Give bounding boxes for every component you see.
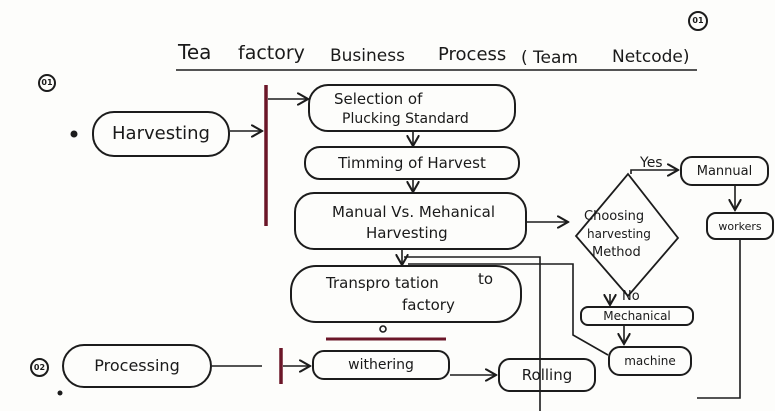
title-word-business: Business <box>330 46 405 66</box>
manual-vs-label-line1: Manual Vs. Mehanical <box>332 203 496 221</box>
mannual-label: Mannual <box>696 163 753 179</box>
mechanical-node: Mechanical <box>580 306 694 326</box>
choosing-label-line2: harvesting <box>587 227 651 241</box>
title-word-tea: Tea <box>178 40 212 64</box>
bullet-dot-bottom <box>57 390 63 396</box>
title-word-process: Process <box>438 44 507 65</box>
transport-label-to: to <box>478 270 494 288</box>
small-dot-transport <box>379 325 387 333</box>
section-number-badge-01: 01 <box>38 74 56 92</box>
harvesting-label: Harvesting <box>112 123 210 144</box>
bullet-dot-harvesting <box>70 130 78 138</box>
section-number-02: 02 <box>33 362 46 372</box>
page-number: 01 <box>692 16 704 25</box>
manual-vs-label-line2: Harvesting <box>366 224 448 242</box>
selection-node: Selection of Plucking Standard <box>308 84 516 132</box>
workers-node: workers <box>706 212 774 240</box>
mechanical-label: Mechanical <box>603 309 671 323</box>
manual-vs-mechanical-node: Manual Vs. Mehanical Harvesting <box>294 192 527 250</box>
choosing-label-line3: Method <box>592 245 641 260</box>
timing-node: Timming of Harvest <box>304 146 520 180</box>
rolling-label: Rolling <box>521 365 573 384</box>
section-number-badge-02: 02 <box>30 358 49 377</box>
choosing-label-line1: Choosing <box>584 209 645 224</box>
transport-node: Transpro tation to factory <box>290 265 522 323</box>
yes-label: Yes <box>640 155 663 171</box>
workers-label: workers <box>718 219 762 233</box>
title-word-team: ( Team <box>521 48 578 68</box>
machine-label: machine <box>624 354 676 368</box>
no-label: No <box>622 289 640 304</box>
decision-diamond <box>574 172 680 298</box>
processing-node: Processing <box>62 344 212 388</box>
page-number-badge: 01 <box>688 11 708 31</box>
selection-label-line2: Plucking Standard <box>342 111 469 127</box>
transport-label-line2: factory <box>402 296 455 314</box>
section-number-01: 01 <box>41 78 53 87</box>
title-word-netcode: Netcode) <box>612 47 690 67</box>
harvesting-node: Harvesting <box>92 111 230 157</box>
machine-node: machine <box>608 346 692 376</box>
connector-workers-down <box>697 240 741 399</box>
selection-label-line1: Selection of <box>334 90 423 108</box>
timing-label: Timming of Harvest <box>338 153 486 172</box>
processing-label: Processing <box>94 356 180 375</box>
connector-transport-to-machine-2 <box>408 263 609 356</box>
title-word-factory: factory <box>238 42 305 64</box>
transport-label-line1: Transpro tation <box>326 274 439 292</box>
arrow-yes-to-mannual <box>630 170 678 174</box>
mannual-node: Mannual <box>680 156 769 186</box>
withering-label: withering <box>348 357 414 373</box>
rolling-node: Rolling <box>498 358 596 392</box>
withering-node: withering <box>312 350 450 380</box>
